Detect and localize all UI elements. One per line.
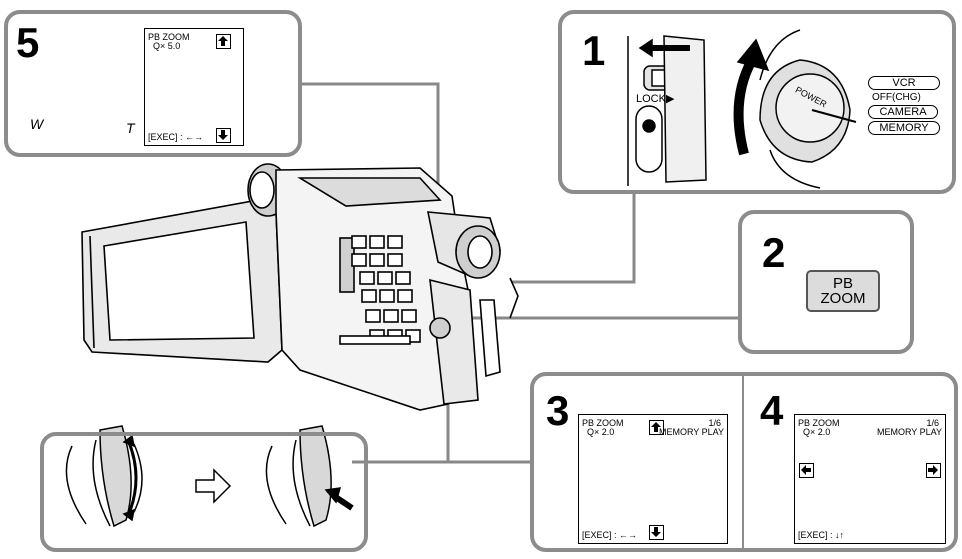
lever-t-label: T bbox=[126, 120, 135, 136]
left-arrow-icon bbox=[799, 463, 814, 478]
mode-vcr: VCR bbox=[868, 76, 940, 90]
memory-play-label: MEMORY PLAY bbox=[658, 427, 724, 437]
screen-title: PB ZOOM bbox=[798, 418, 840, 428]
step-4-screen: PB ZOOM Q× 2.0 1/6 MEMORY PLAY [EXEC] : … bbox=[794, 414, 946, 544]
panel-divider bbox=[742, 376, 744, 548]
mode-off: OFF(CHG) bbox=[872, 92, 921, 103]
exec-label: [EXEC] : ←→ bbox=[582, 530, 638, 540]
exec-label: [EXEC] : ←→ bbox=[148, 132, 204, 142]
step-number: 1 bbox=[582, 27, 606, 74]
zoom-ratio: Q× 2.0 bbox=[803, 427, 831, 437]
mode-memory: MEMORY bbox=[868, 121, 940, 135]
jog-dial-art bbox=[65, 425, 354, 528]
pb-zoom-line2: ZOOM bbox=[820, 290, 866, 307]
screen-title: PB ZOOM bbox=[582, 418, 624, 428]
step-3-4-panel: 3 PB ZOOM Q× 2.0 1/6 MEMORY PLAY [EXEC] … bbox=[530, 372, 958, 552]
step-3-number: 3 bbox=[546, 387, 570, 434]
step-2-panel: 2 PB ZOOM bbox=[738, 210, 914, 354]
step-number: 5 bbox=[16, 19, 40, 66]
step-3-screen: PB ZOOM Q× 2.0 1/6 MEMORY PLAY [EXEC] : … bbox=[578, 414, 728, 544]
power-dial-label: POWER bbox=[793, 84, 829, 110]
camcorder-body bbox=[81, 163, 519, 411]
lever-w-label: W bbox=[30, 116, 44, 132]
image-counter: 1/6 bbox=[708, 418, 721, 428]
mode-list: VCR OFF(CHG) CAMERA MEMORY bbox=[868, 76, 940, 135]
down-arrow-icon bbox=[649, 525, 664, 540]
zoom-ratio: Q× 5.0 bbox=[153, 41, 181, 51]
step-4-number: 4 bbox=[760, 387, 784, 434]
screen-title: PB ZOOM bbox=[148, 32, 190, 42]
image-counter: 1/6 bbox=[926, 418, 939, 428]
step-1-panel: 1 LOCK▶ POWER VCR OFF(CHG) CAMERA MEMORY bbox=[558, 10, 956, 194]
power-switch-art bbox=[627, 29, 857, 189]
step-5-panel: 5 W T PB ZOOM Q× 5.0 [EXEC] : ←→ bbox=[4, 10, 302, 157]
zoom-ratio: Q× 2.0 bbox=[587, 427, 615, 437]
memory-play-label: MEMORY PLAY bbox=[876, 427, 942, 437]
up-arrow-icon bbox=[216, 34, 231, 49]
up-arrow-icon bbox=[649, 420, 664, 435]
jog-dial-panel bbox=[40, 432, 368, 552]
exec-label: [EXEC] : ↓↑ bbox=[798, 530, 845, 540]
pb-zoom-line1: PB bbox=[832, 275, 853, 292]
lock-label: LOCK▶ bbox=[636, 93, 675, 105]
right-arrow-icon bbox=[926, 463, 941, 478]
down-arrow-icon bbox=[216, 128, 231, 143]
mode-camera: CAMERA bbox=[868, 105, 938, 119]
zoom-screen: PB ZOOM Q× 5.0 [EXEC] : ←→ bbox=[144, 28, 244, 146]
step-number: 2 bbox=[762, 229, 786, 276]
pb-zoom-button[interactable]: PB ZOOM bbox=[806, 270, 880, 312]
